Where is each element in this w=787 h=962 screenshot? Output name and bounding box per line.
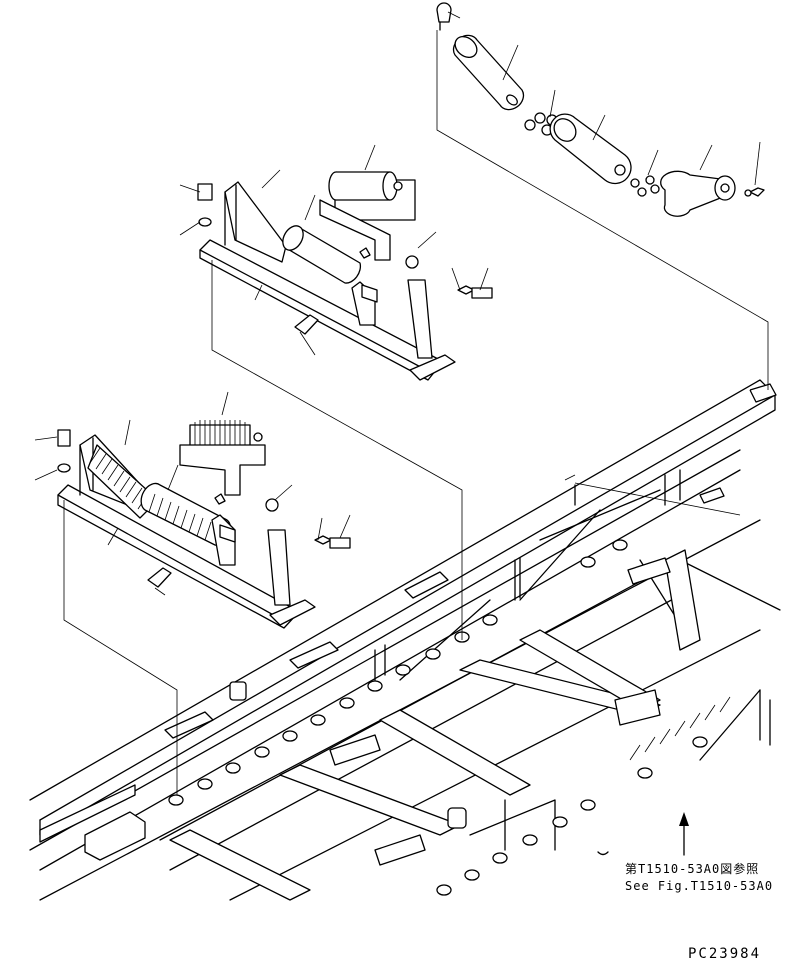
reference-arrow	[679, 812, 689, 856]
roller-lower	[660, 170, 765, 217]
chain-link-1	[524, 112, 558, 136]
conveyor-frame	[29, 379, 781, 901]
roller-middle	[549, 113, 632, 185]
drawing-code: PC23984	[688, 946, 761, 962]
hatching	[629, 696, 731, 761]
lower-impact-idler	[34, 391, 351, 795]
reference-note-jp: 第T1510-53A0図参照	[625, 861, 759, 876]
return-roller-set	[436, 2, 769, 390]
reference-note-en: See Fig.T1510-53A0	[625, 879, 773, 893]
spacer-rollers	[168, 539, 708, 896]
upper-trough-idler	[179, 144, 493, 640]
roller-upper	[452, 34, 525, 111]
chain-link-2	[630, 175, 660, 197]
